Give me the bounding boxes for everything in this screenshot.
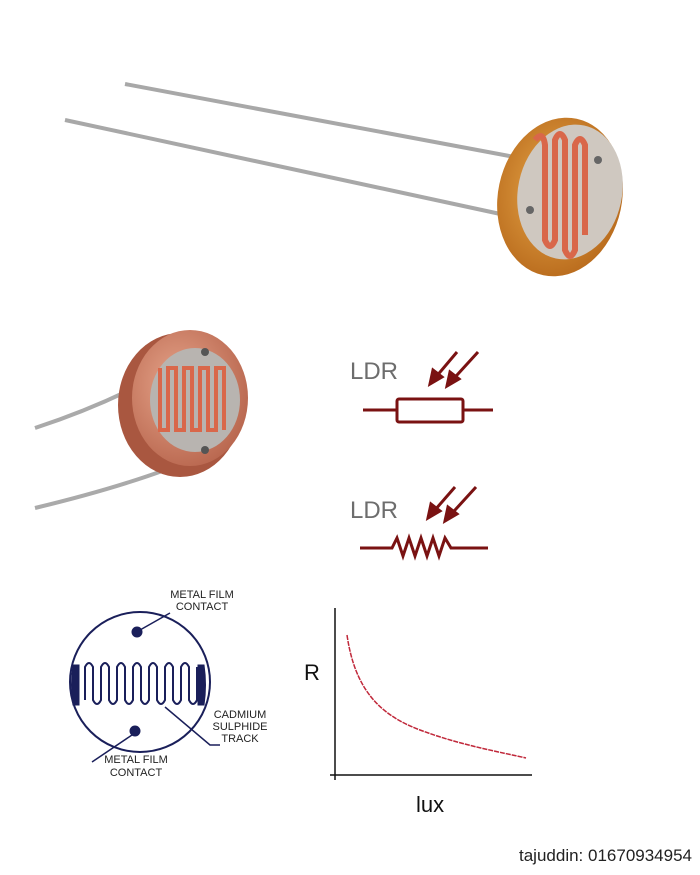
light-arrows-icon — [427, 350, 480, 390]
ldr-photo-side — [34, 330, 248, 510]
track-label: CADMIUM — [214, 709, 267, 721]
cds-track — [532, 131, 588, 259]
bottom-contact-label: METAL FILM — [104, 754, 168, 766]
cds-track — [158, 366, 226, 432]
y-axis-label: R — [304, 660, 320, 685]
light-arrows-icon — [425, 485, 478, 525]
ldr-symbol-box — [363, 350, 493, 424]
ldr-symbol-zigzag — [360, 485, 488, 561]
track-label: SULPHIDE — [212, 721, 267, 733]
ldr-photo-top — [64, 82, 623, 277]
x-axis-label: lux — [416, 792, 444, 817]
ldr-label: LDR — [350, 497, 398, 524]
resistance-curve — [346, 634, 527, 759]
watermark: tajuddin: 01670934954 — [519, 846, 692, 865]
lead-wire — [64, 118, 506, 217]
bottom-contact-label: CONTACT — [110, 767, 163, 779]
ldr-construction-diagram — [69, 611, 220, 763]
top-contact-label: METAL FILM — [170, 589, 234, 601]
resistance-lux-graph: R lux — [304, 608, 532, 817]
track-label: TRACK — [221, 733, 259, 745]
lead-wire — [124, 82, 521, 160]
ldr-label: LDR — [350, 358, 398, 385]
top-contact-label: CONTACT — [176, 601, 229, 613]
